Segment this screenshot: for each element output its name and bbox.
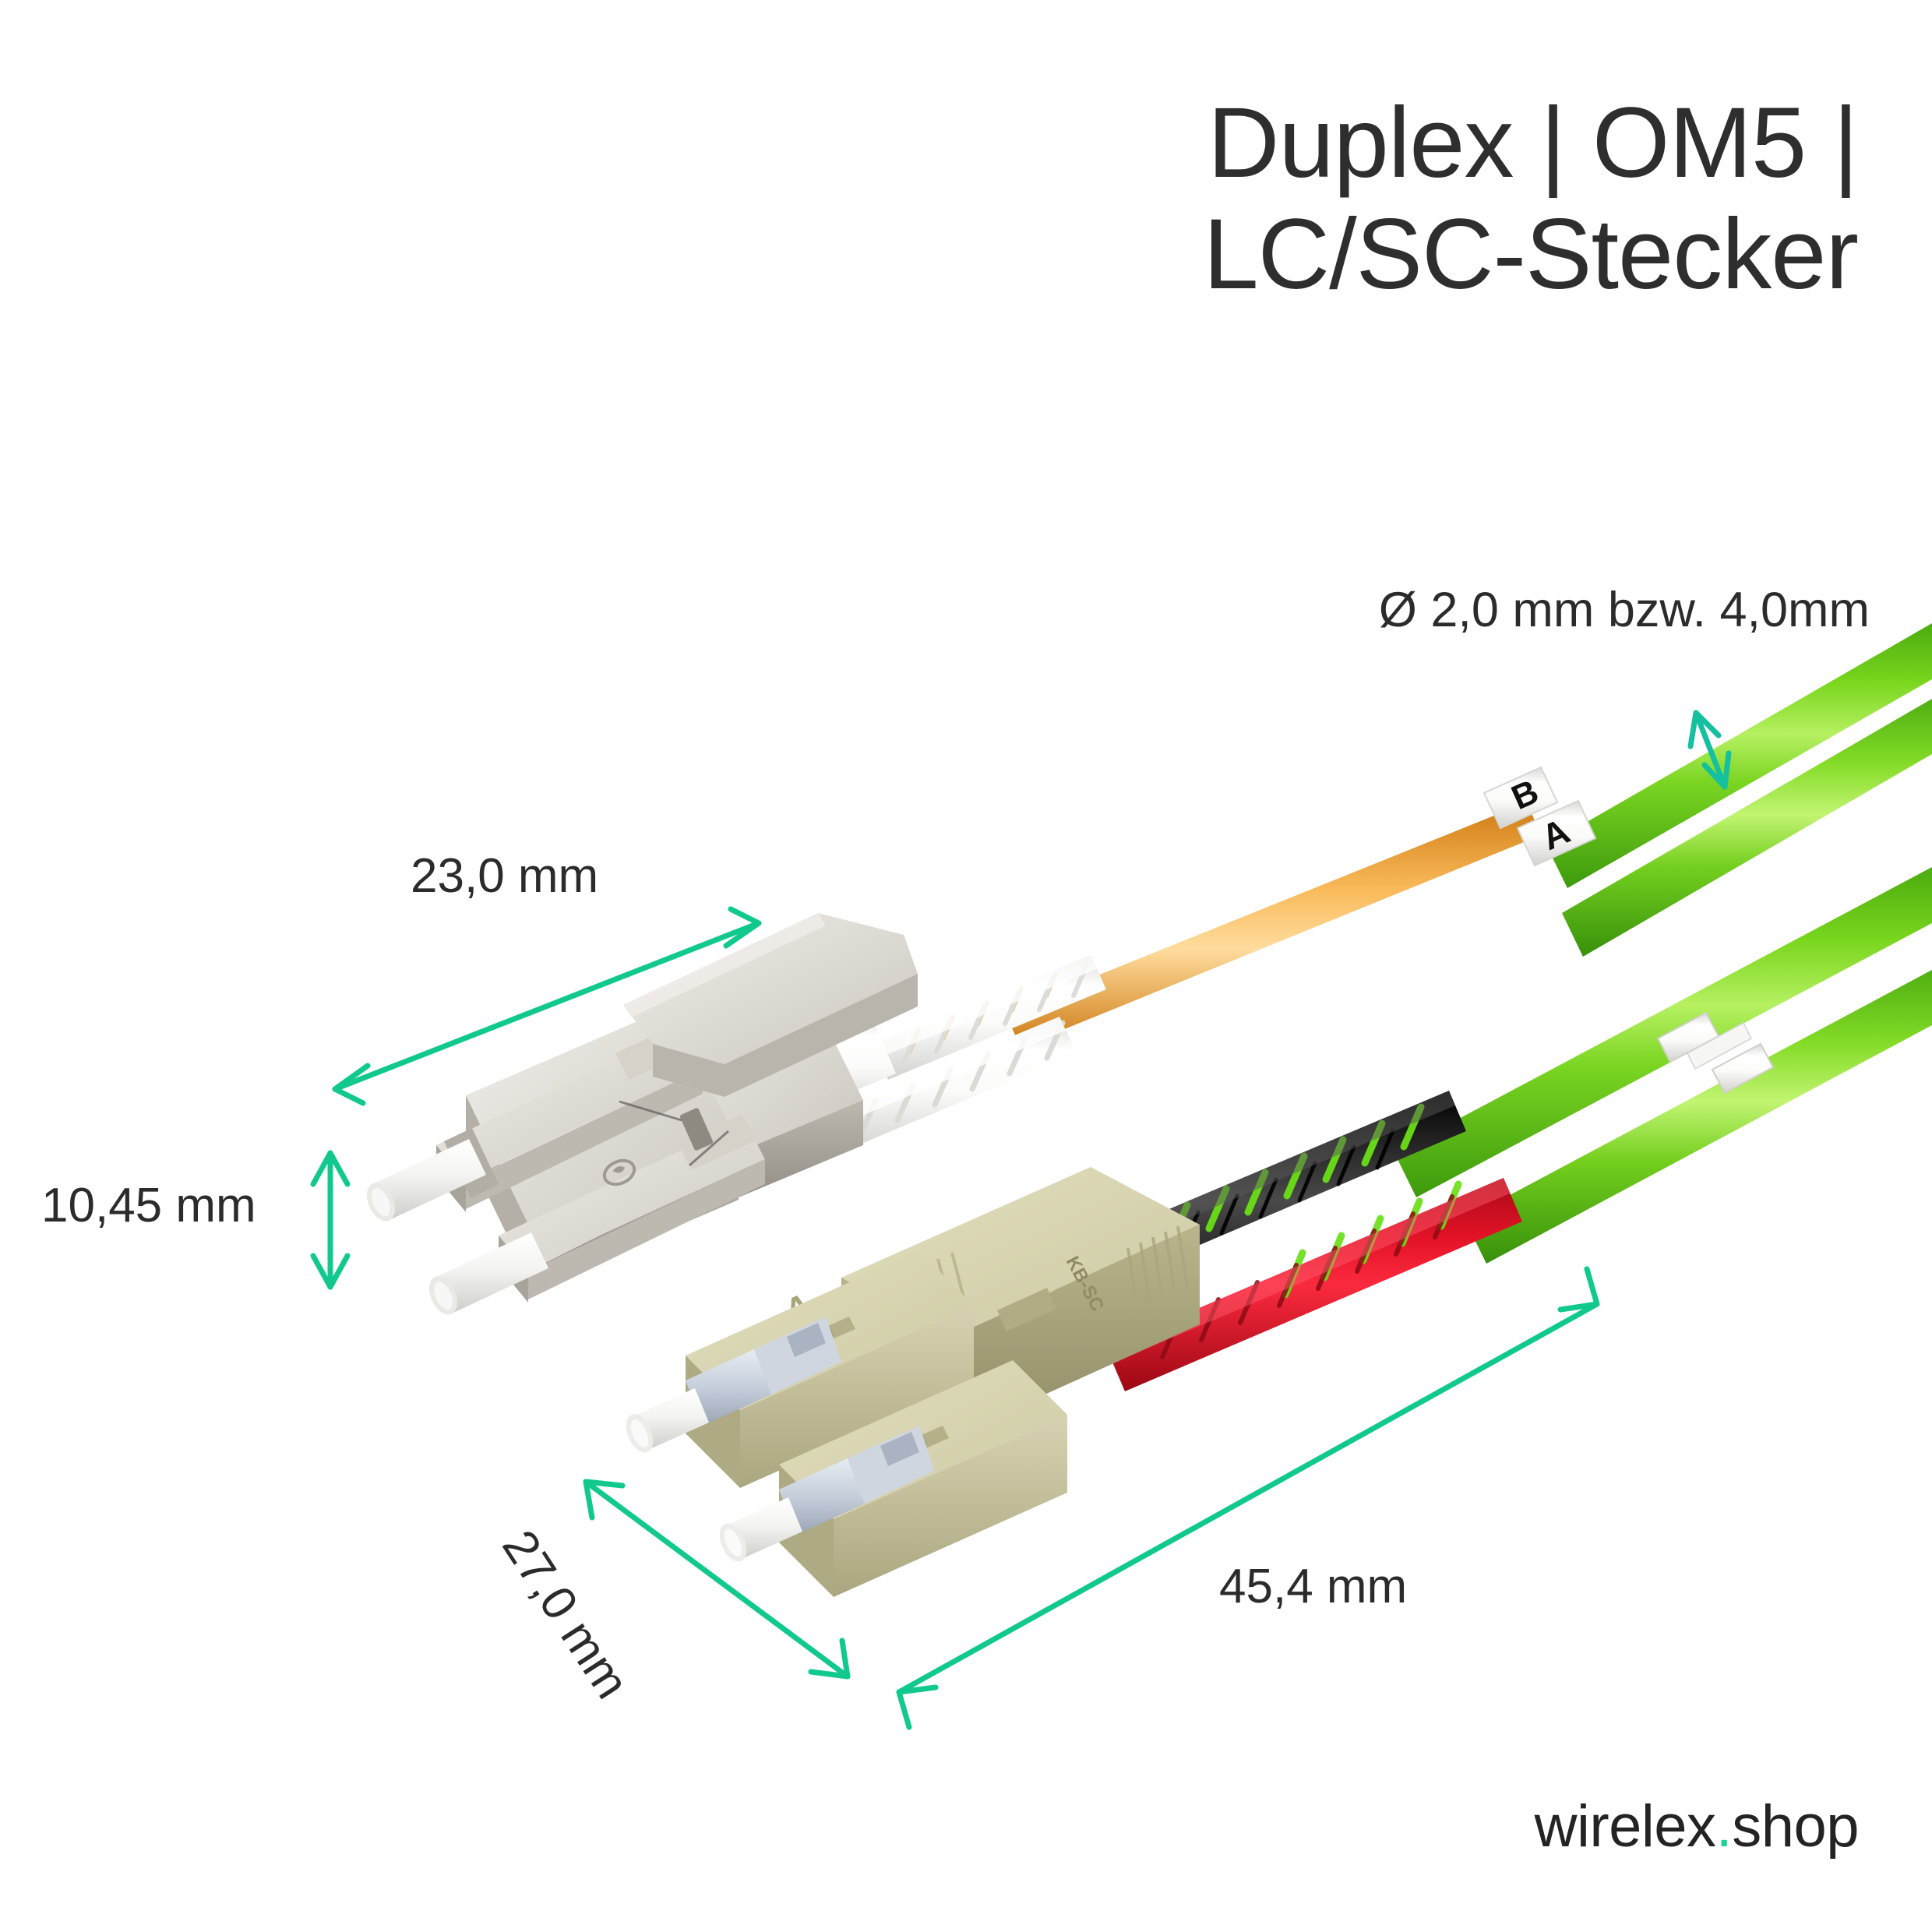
lc-ferrule-upper [366, 1139, 486, 1222]
watermark-text-before: wirelex [1534, 1793, 1717, 1860]
cable-marker-b: B [1482, 766, 1559, 830]
dimension-label-diameter: Ø 2,0 mm bzw. 4,0mm [1378, 583, 1870, 637]
arrow-sc-length [896, 1266, 1600, 1730]
page-title-line1: Duplex | OM5 | [1208, 87, 1859, 199]
dimension-label-lc-height: 10,45 mm [41, 1179, 256, 1232]
boot-lc-upper-white [873, 955, 1106, 1080]
brand-watermark: wirelex.shop [1534, 1793, 1860, 1860]
page-title-line2: LC/SC-Stecker [1203, 199, 1859, 311]
cable-marker-a: A [1516, 799, 1597, 867]
arrow-sc-width [583, 1479, 851, 1680]
page-title: Duplex | OM5 | LC/SC-Stecker [1203, 87, 1859, 311]
lc-ferrule-lower [428, 1232, 548, 1315]
fiber-orange [1005, 802, 1541, 1047]
dimension-label-sc-length: 45,4 mm [1219, 1560, 1408, 1613]
boot-sc-red [1106, 1178, 1522, 1391]
watermark-text-after: shop [1732, 1793, 1859, 1860]
cable-green-upper-pair [1546, 623, 1932, 957]
dimension-arrows [310, 710, 1732, 1730]
arrow-cable-diameter [1687, 710, 1732, 790]
sc-ferrule-lower [719, 1497, 802, 1562]
connector-lc-duplex [366, 913, 918, 1315]
arrow-lc-height [310, 1150, 351, 1290]
sc-ferrule-upper [626, 1388, 709, 1453]
dimension-label-lc-length: 23,0 mm [411, 849, 599, 903]
arrow-lc-length [332, 906, 762, 1106]
lc-logo-icon [602, 1158, 636, 1186]
watermark-dot: . [1715, 1793, 1733, 1860]
connector-sc-duplex: A B KB-SC [626, 1167, 1200, 1597]
cable-green-lower-pair [1394, 867, 1932, 1264]
boot-lc-lower-white [826, 1017, 1077, 1151]
cable-clip-white [1656, 1011, 1775, 1095]
